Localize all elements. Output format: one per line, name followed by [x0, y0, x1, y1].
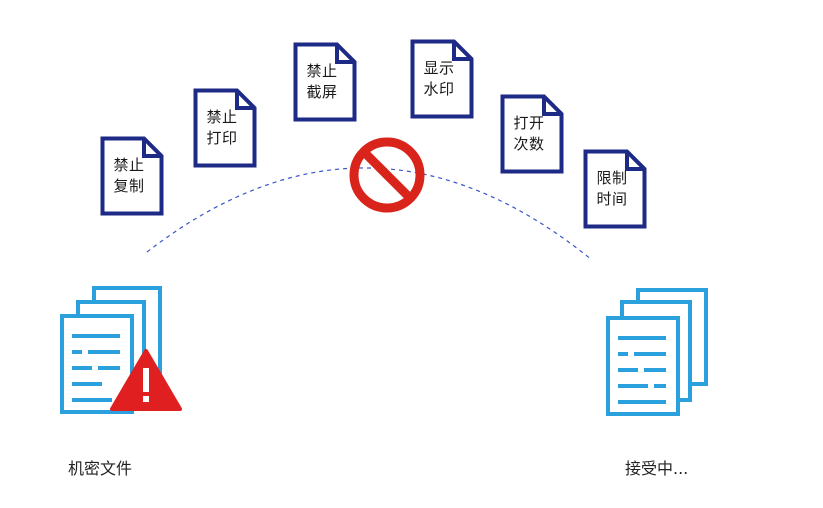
restriction-line1: 禁止: [206, 108, 238, 126]
prohibit-icon: [349, 137, 425, 213]
confidential-file-stack: [60, 286, 182, 414]
restriction-line2: 时间: [596, 190, 628, 208]
restriction-card-print: 禁止打印: [193, 88, 257, 168]
restriction-card-open-count: 打开次数: [500, 94, 564, 174]
restriction-line1: 打开: [513, 114, 545, 132]
sender-label: 机密文件: [68, 459, 133, 478]
document-icon: [100, 136, 164, 216]
restriction-line1: 限制: [596, 169, 628, 187]
restriction-line1: 显示: [423, 59, 455, 77]
restriction-card-time-limit: 限制时间: [583, 149, 647, 229]
restriction-line2: 次数: [513, 135, 545, 153]
restriction-line2: 打印: [206, 129, 238, 147]
document-icon: [410, 39, 474, 119]
receiver-label: 接受中...: [625, 459, 689, 478]
restriction-line2: 截屏: [306, 83, 338, 101]
restriction-card-copy: 禁止复制: [100, 136, 164, 216]
document-icon: [193, 88, 257, 168]
restriction-line2: 复制: [113, 177, 145, 195]
document-icon: [583, 149, 647, 229]
restriction-line1: 禁止: [306, 62, 338, 80]
restriction-card-screenshot: 禁止截屏: [293, 42, 357, 122]
warning-icon: [110, 349, 182, 411]
restriction-card-watermark: 显示水印: [410, 39, 474, 119]
document-icon: [500, 94, 564, 174]
received-file-stack: [606, 288, 708, 416]
restriction-line2: 水印: [423, 80, 455, 98]
restriction-line1: 禁止: [113, 156, 145, 174]
document-icon: [293, 42, 357, 122]
